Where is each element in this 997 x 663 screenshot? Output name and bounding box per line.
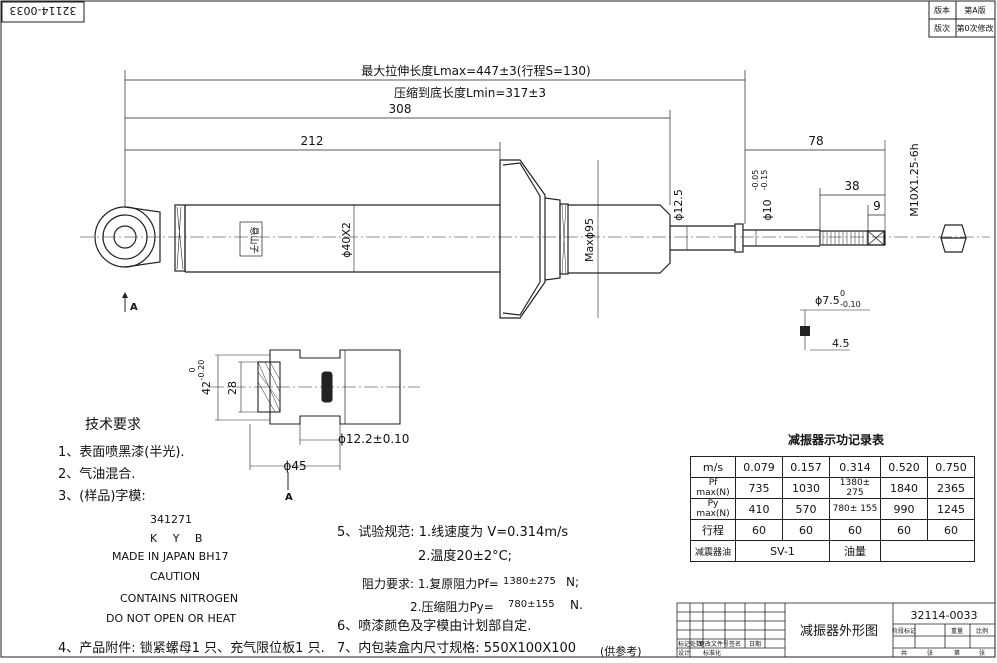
- dim-thread: M10X1.25-6h: [908, 143, 921, 216]
- drawing-code: 32114-0033: [911, 609, 978, 622]
- svg-text:重量: 重量: [951, 627, 963, 635]
- dim-38: 38: [844, 179, 859, 193]
- dim-9: 9: [873, 199, 881, 213]
- marking-line: K Y B: [150, 532, 209, 545]
- marking-line: 341271: [150, 513, 192, 526]
- record-table-title: 减振器示功记录表: [788, 432, 885, 447]
- svg-text:共: 共: [901, 649, 907, 657]
- svg-text:标准化: 标准化: [703, 649, 721, 657]
- table-row: 减震器油 SV-1 油量: [690, 540, 975, 562]
- dim-212: 212: [301, 134, 324, 148]
- dim-max95: Maxϕ95: [583, 218, 596, 262]
- title-block: [676, 602, 996, 658]
- label-a-bottom: A: [285, 492, 293, 503]
- drawing-title: 减振器外形图: [800, 624, 878, 639]
- table-row: 行程 60 60 60 60 60: [690, 519, 975, 541]
- tech-item-3: 3、(样品)字模:: [58, 489, 146, 504]
- tech-force: 阻力要求: 1.复原阻力Pf=: [362, 577, 499, 591]
- tech-item-5-2: 2.温度20±2°C;: [418, 549, 513, 564]
- svg-text:4.5: 4.5: [832, 337, 850, 350]
- tech-item-2: 2、气油混合.: [58, 467, 136, 482]
- dim-lmin: 压缩到底长度Lmin=317±3: [394, 85, 546, 100]
- svg-text:第A版: 第A版: [964, 5, 985, 15]
- dim-phi10: ϕ10: [761, 199, 774, 220]
- dim-308: 308: [389, 102, 412, 116]
- tech-py: 2.压缩阻力Py=: [410, 600, 494, 614]
- dim-phi12-5: ϕ12.5: [672, 189, 685, 221]
- table-row: Py max(N) 410 570 780± 155 990 1245: [690, 498, 975, 520]
- svg-text:-0.05: -0.05: [751, 170, 760, 191]
- tech-item-6: 6、喷漆颜色及字模由计划部自定.: [337, 619, 532, 634]
- svg-text:签名: 签名: [729, 640, 741, 648]
- dimension-lines: [124, 70, 885, 231]
- dim-phi40: ϕ40X2: [340, 222, 353, 258]
- tech-item-7: 7、内包装盒内尺寸规格: 550X100X100: [337, 641, 577, 656]
- svg-text:更改文件号: 更改文件号: [699, 640, 729, 648]
- code-stamp: 32114-0033: [10, 4, 77, 17]
- tech-item-4: 4、产品附件: 锁紧螺母1 只、充气限位板1 只.: [58, 641, 325, 656]
- marking-line: CAUTION: [150, 570, 201, 583]
- dim-phi12-2: ϕ12.2±0.10: [338, 432, 409, 446]
- svg-text:版本: 版本: [934, 5, 950, 15]
- record-table: m/s 0.079 0.157 0.314 0.520 0.750 Pf max…: [690, 456, 975, 562]
- dim-42: 42: [200, 381, 213, 395]
- svg-text:版次: 版次: [934, 23, 950, 33]
- marking-line: DO NOT OPEN OR HEAT: [106, 612, 237, 625]
- tech-heading: 技术要求: [85, 417, 141, 433]
- svg-text:-0.15: -0.15: [760, 170, 769, 191]
- revision-box: 版本 第A版 版次 第0次修改: [928, 0, 996, 38]
- svg-text:-0.20: -0.20: [197, 360, 206, 381]
- tech-item-5: 5、试验规范: 1.线速度为 V=0.314m/s: [337, 525, 569, 540]
- table-row: m/s 0.079 0.157 0.314 0.520 0.750: [690, 456, 975, 478]
- tech-item-7-note: (供参考): [600, 645, 642, 658]
- marking-line: CONTAINS NITROGEN: [120, 592, 239, 605]
- tech-py-value: 780±155: [508, 599, 555, 610]
- svg-text:-0.10: -0.10: [840, 300, 861, 309]
- svg-text:比例: 比例: [976, 627, 988, 635]
- tech-pf-value: 1380±275: [503, 576, 556, 587]
- svg-text:标记: 标记: [678, 640, 690, 648]
- tech-item-1: 1、表面喷黑漆(半光).: [58, 445, 185, 460]
- svg-text:0: 0: [188, 367, 197, 372]
- svg-text:阶段标记: 阶段标记: [892, 627, 916, 635]
- body-label: 悬山子: [248, 226, 259, 253]
- svg-text:张: 张: [979, 649, 985, 657]
- detail-phi7-5: ϕ7.5 0 -0.10 4.5: [800, 289, 870, 351]
- dim-28: 28: [226, 381, 239, 395]
- svg-text:处数: 处数: [690, 640, 702, 648]
- svg-text:ϕ7.5: ϕ7.5: [815, 294, 840, 307]
- label-a-top: A: [130, 302, 138, 313]
- dim-78: 78: [808, 134, 823, 148]
- dim-lmax: 最大拉伸长度Lmax=447±3(行程S=130): [361, 63, 590, 78]
- table-row: Pf max(N) 735 1030 1380± 275 1840 2365: [690, 477, 975, 499]
- svg-text:第: 第: [954, 649, 960, 657]
- svg-text:张: 张: [927, 649, 933, 657]
- svg-text:日期: 日期: [749, 640, 761, 648]
- svg-text:0: 0: [840, 289, 845, 298]
- code-stamp-box: [1, 1, 85, 23]
- marking-line: MADE IN JAPAN BH17: [112, 550, 229, 563]
- dim-phi45: ϕ45: [283, 459, 306, 473]
- svg-text:第0次修改: 第0次修改: [956, 23, 993, 33]
- svg-text:设计: 设计: [678, 649, 690, 657]
